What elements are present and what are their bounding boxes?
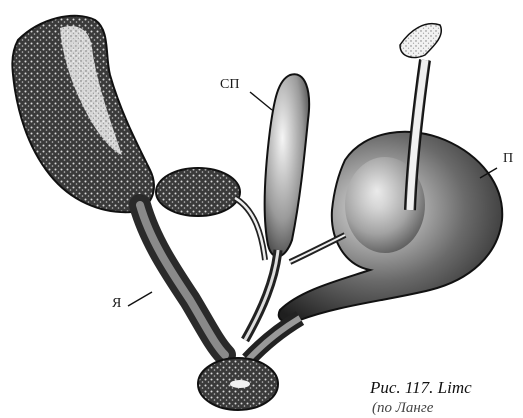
figure-caption: Рис. 117. Limc xyxy=(370,378,472,398)
oval-gland xyxy=(156,168,240,216)
figure-caption-source: (по Ланге xyxy=(372,400,433,417)
label-penis: П xyxy=(503,152,513,166)
leader-ya xyxy=(128,292,152,306)
label-spermatheca: СП xyxy=(220,78,239,92)
spermatheca xyxy=(265,74,309,256)
leader-sp xyxy=(250,92,272,110)
muscle-tip xyxy=(400,24,441,58)
label-ovary: Я xyxy=(112,297,121,311)
